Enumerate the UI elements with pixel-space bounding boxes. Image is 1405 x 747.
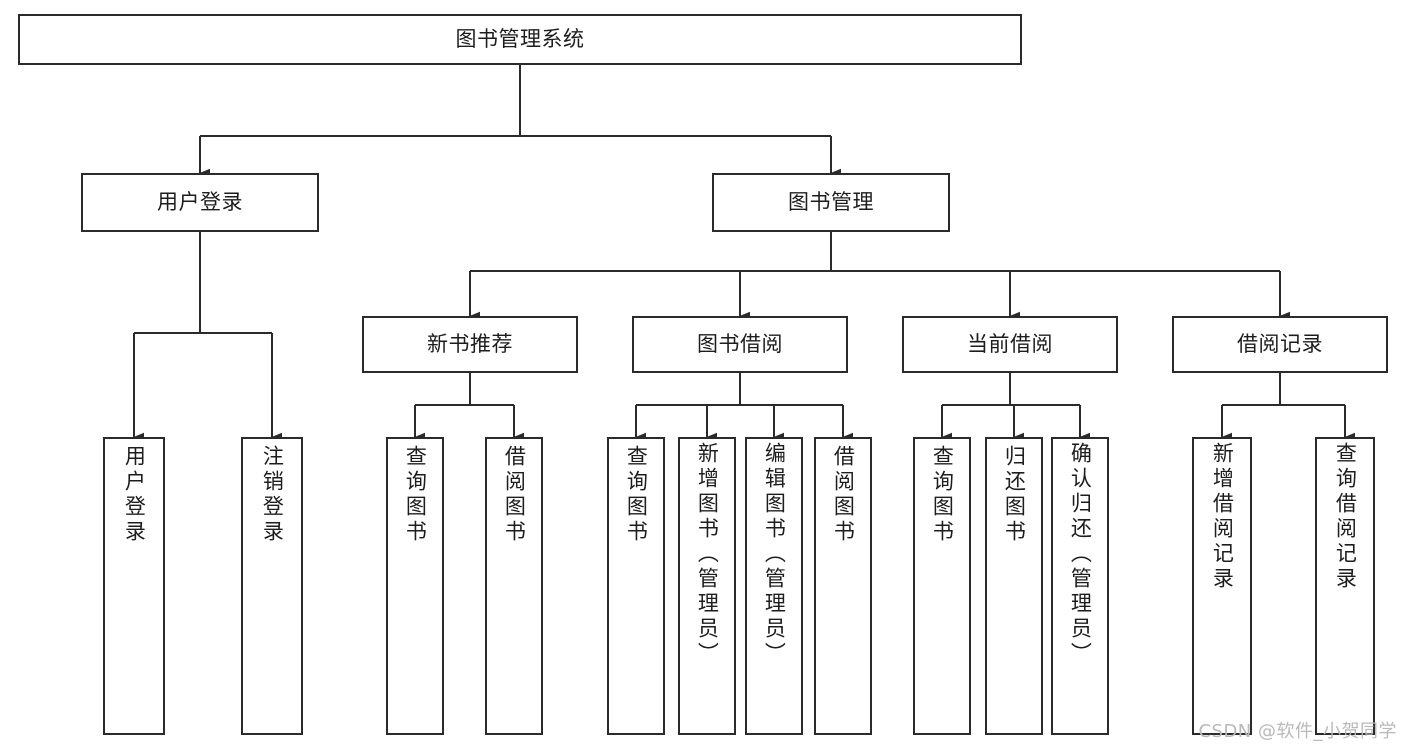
node-new-book-rec[interactable]: 新书推荐 bbox=[362, 316, 578, 373]
node-leaf-query-2[interactable]: 查询图书 bbox=[607, 437, 665, 735]
node-label: 借阅记录 bbox=[1237, 332, 1323, 357]
node-label: 确认归还（管理员） bbox=[1068, 442, 1093, 667]
node-borrow-record[interactable]: 借阅记录 bbox=[1172, 316, 1388, 373]
node-label: 查询图书 bbox=[403, 445, 428, 545]
node-root[interactable]: 图书管理系统 bbox=[18, 14, 1022, 65]
node-label: 查询图书 bbox=[624, 445, 649, 545]
node-label: 新增图书（管理员） bbox=[695, 442, 720, 667]
node-leaf-query-rec[interactable]: 查询借阅记录 bbox=[1315, 437, 1375, 735]
node-label: 借阅图书 bbox=[502, 445, 527, 545]
node-label: 注销登录 bbox=[260, 445, 285, 545]
node-label: 查询图书 bbox=[930, 445, 955, 545]
node-leaf-query-3[interactable]: 查询图书 bbox=[913, 437, 971, 735]
node-leaf-logout[interactable]: 注销登录 bbox=[241, 437, 303, 735]
node-leaf-return[interactable]: 归还图书 bbox=[985, 437, 1043, 735]
node-label: 图书管理 bbox=[788, 190, 874, 215]
node-leaf-edit-book[interactable]: 编辑图书（管理员） bbox=[745, 437, 803, 735]
node-label: 归还图书 bbox=[1002, 445, 1027, 545]
node-label: 用户登录 bbox=[157, 190, 243, 215]
edge-group bbox=[132, 65, 1356, 442]
node-label: 查询借阅记录 bbox=[1333, 442, 1358, 592]
node-label: 当前借阅 bbox=[967, 332, 1053, 357]
watermark-text: CSDN @软件_小贺同学 bbox=[1198, 721, 1397, 742]
node-user-login[interactable]: 用户登录 bbox=[81, 173, 319, 232]
node-label: 新书推荐 bbox=[427, 332, 513, 357]
node-current-borrow[interactable]: 当前借阅 bbox=[902, 316, 1118, 373]
node-book-manage[interactable]: 图书管理 bbox=[712, 173, 950, 232]
node-label: 图书管理系统 bbox=[455, 27, 585, 52]
node-label: 用户登录 bbox=[122, 445, 147, 545]
node-leaf-add-book[interactable]: 新增图书（管理员） bbox=[678, 437, 736, 735]
node-book-borrow[interactable]: 图书借阅 bbox=[632, 316, 848, 373]
node-leaf-add-rec[interactable]: 新增借阅记录 bbox=[1192, 437, 1252, 735]
node-label: 图书借阅 bbox=[697, 332, 783, 357]
node-leaf-borrow-2[interactable]: 借阅图书 bbox=[814, 437, 872, 735]
node-label: 编辑图书（管理员） bbox=[762, 442, 787, 667]
node-leaf-query-1[interactable]: 查询图书 bbox=[386, 437, 444, 735]
node-leaf-user-login[interactable]: 用户登录 bbox=[103, 437, 165, 735]
node-label: 新增借阅记录 bbox=[1210, 442, 1235, 592]
node-label: 借阅图书 bbox=[831, 445, 856, 545]
node-leaf-borrow-1[interactable]: 借阅图书 bbox=[485, 437, 543, 735]
node-leaf-confirm[interactable]: 确认归还（管理员） bbox=[1051, 437, 1109, 735]
